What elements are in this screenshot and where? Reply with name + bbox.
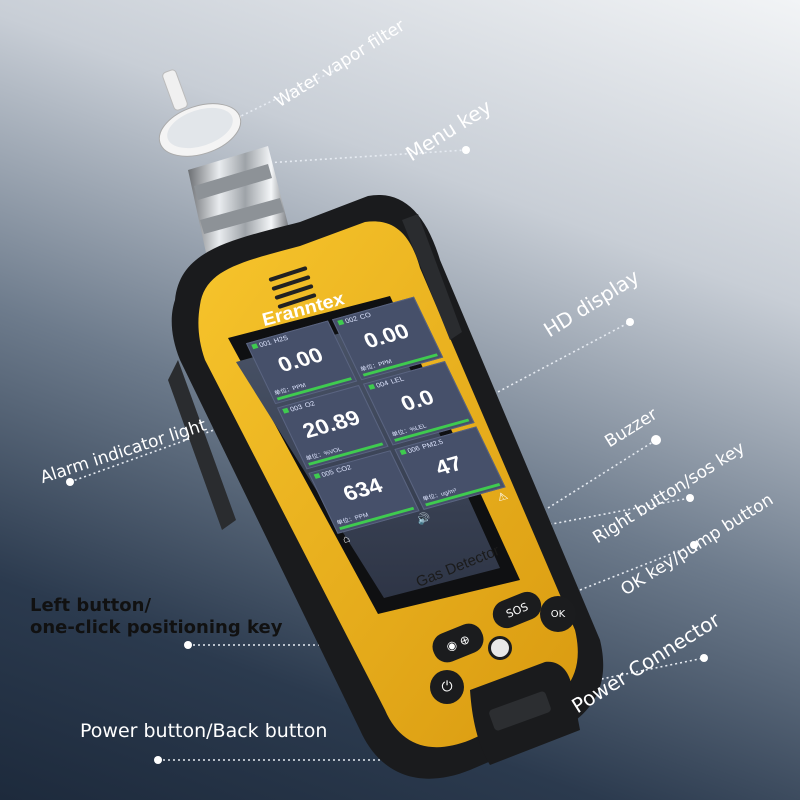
- sensor-gas: PM2.5: [421, 438, 445, 451]
- ok-button[interactable]: OK: [540, 596, 576, 632]
- sensor-tile-header: 001H2S: [251, 335, 289, 351]
- sensor-gas: CO2: [335, 464, 353, 475]
- sensor-id: 006: [406, 445, 422, 455]
- sensor-gas: H2S: [272, 334, 290, 345]
- sensor-id: 003: [289, 404, 305, 414]
- sensor-status-icon: [313, 472, 321, 479]
- sensor-id: 004: [375, 380, 391, 390]
- power-icon: ⏻: [441, 679, 453, 695]
- label-power-button: Power button/Back button: [80, 720, 328, 742]
- sensor-status-icon: [368, 384, 376, 391]
- sensor-status-icon: [282, 408, 290, 414]
- sensor-id: 001: [258, 339, 273, 350]
- ok-label: OK: [550, 608, 566, 620]
- sound-icon: 🔊: [414, 511, 434, 527]
- buzzer-hole: [488, 636, 512, 660]
- label-left-button-line2: one-click positioning key: [30, 617, 283, 638]
- power-button[interactable]: ⏻: [430, 670, 464, 704]
- sensor-gas: CO: [358, 312, 373, 322]
- sensor-status-icon: [399, 448, 407, 455]
- sensor-status-icon: [337, 319, 345, 326]
- home-icon: ⌂: [340, 533, 353, 546]
- sensor-tile-header: 003O2: [282, 401, 316, 416]
- sensor-id: 002: [344, 315, 359, 326]
- sensor-tile-header: 002CO: [337, 312, 372, 327]
- sensor-id: 005: [320, 468, 336, 479]
- sensor-status-icon: [251, 343, 259, 350]
- sensor-gas: O2: [304, 400, 317, 410]
- water-vapor-filter: [158, 69, 242, 157]
- sensor-gas: LEL: [390, 376, 406, 386]
- sensor-tile-header: 004LEL: [368, 376, 405, 392]
- location-icon: ◉ ⊕: [444, 631, 472, 655]
- sensor-tile-header: 005CO2: [313, 464, 353, 480]
- sos-label: SOS: [504, 599, 530, 621]
- label-left-button-line1: Left button/: [30, 595, 152, 616]
- alarm-icon: ⚠: [495, 490, 510, 504]
